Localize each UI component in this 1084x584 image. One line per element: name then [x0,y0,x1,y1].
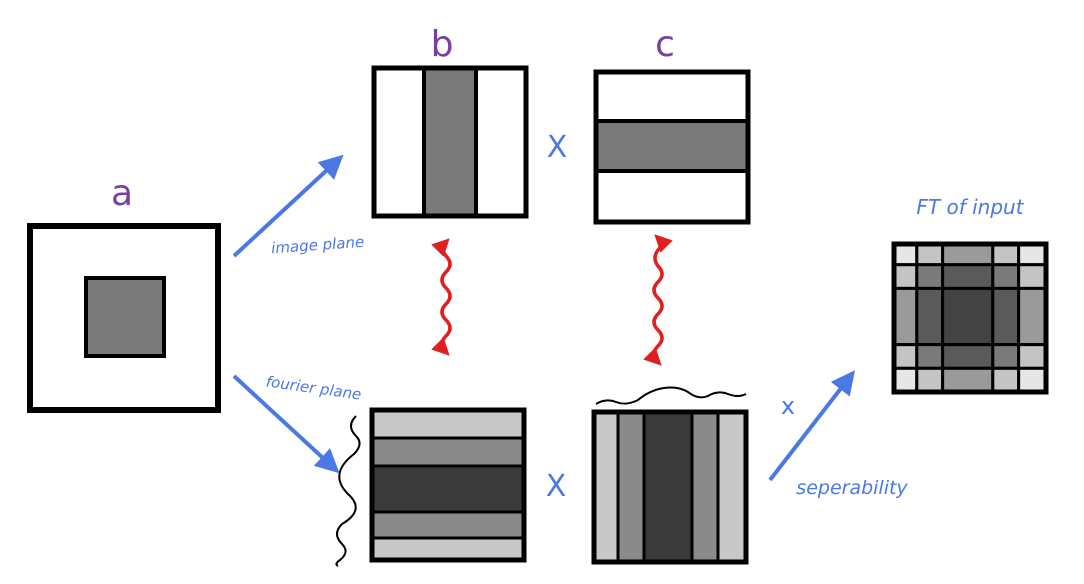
ft-grid-cell [1017,263,1048,290]
ft-grid-cell [915,366,945,394]
red-squiggle-arrow-left [431,238,452,356]
panel-fourier-horizontal-bands [369,407,527,563]
sinc-profile-top [595,386,747,405]
ft-grid-cell [991,242,1021,267]
ft-grid-cell [991,286,1021,347]
panel-c-horizontal-band [593,69,751,225]
ft-grid-cell [892,366,919,394]
ft-grid-cell [941,263,995,290]
ft-grid-cell [1017,242,1048,267]
ft-grid-cell [941,242,995,267]
ft-grid-cell [915,263,945,290]
ft-grid-cell [915,286,945,347]
label-ft-of-input: FT of input [916,195,1024,219]
input-square-a [27,223,221,413]
arrow-seperability [768,370,855,482]
ft-grid-cell [941,366,995,394]
ft-grid-cell [991,366,1021,394]
label-seperability: seperability [796,477,908,499]
panel-b-vertical-band [371,65,529,219]
label-c: c [655,24,675,65]
times-bottom: X [546,469,567,504]
ft-grid-cell [1017,286,1048,347]
panel-fourier-vertical-bands [591,409,749,565]
red-squiggle-arrow-right [643,234,673,366]
label-image-plane: image plane [271,233,365,257]
ft-of-input-grid [891,241,1049,395]
label-b: b [431,24,454,65]
ft-grid-cell [941,343,995,370]
ft-grid-cell [892,286,919,347]
times-top: X [547,130,568,165]
ft-grid-cell [915,343,945,370]
ft-grid-cell [915,242,945,267]
ft-grid-border [891,241,1049,395]
ft-grid-cell [892,242,919,267]
ft-grid-cell [1017,366,1048,394]
arrow-image-plane [232,154,344,258]
ft-grid-cell [892,263,919,290]
times-small: x [781,392,795,420]
ft-grid-cell [892,343,919,370]
label-fourier-plane: fourier plane [265,372,363,403]
arrow-fourier-plane [232,374,340,474]
sinc-profile-left [335,415,361,567]
ft-grid-cell [941,286,995,347]
ft-grid-cell [991,263,1021,290]
ft-grid-cell [1017,343,1048,370]
label-a: a [111,173,133,214]
ft-grid-cell [991,343,1021,370]
